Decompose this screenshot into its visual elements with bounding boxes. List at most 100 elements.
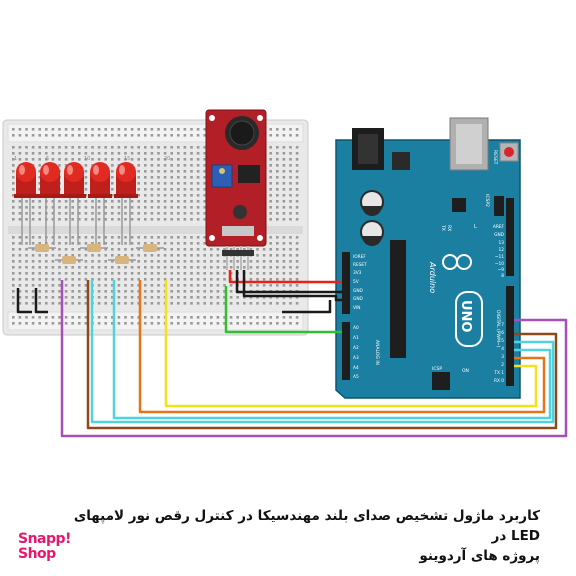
breadboard-hole: [183, 146, 187, 149]
breadboard-hole: [137, 260, 140, 263]
breadboard-hole: [276, 194, 279, 197]
breadboard-hole: [249, 272, 253, 275]
breadboard-hole: [269, 322, 272, 325]
breadboard-hole: [144, 212, 147, 215]
breadboard-hole: [111, 152, 114, 155]
reset-button-icon[interactable]: [499, 142, 519, 162]
breadboard-hole: [124, 242, 127, 245]
breadboard-hole: [51, 254, 55, 257]
breadboard-hole: [269, 128, 272, 131]
breadboard-hole: [97, 260, 101, 263]
breadboard-hole: [203, 164, 206, 167]
breadboard-hole: [84, 176, 88, 179]
breadboard-hole: [210, 260, 213, 263]
breadboard-hole: [269, 248, 272, 251]
snapp-shop-logo: Snapp! Shop: [18, 532, 71, 562]
breadboard-hole: [210, 254, 213, 257]
breadboard-hole: [45, 316, 48, 319]
breadboard-hole: [256, 278, 259, 281]
pin-label: TX 1: [493, 370, 504, 376]
breadboard-hole: [196, 290, 200, 293]
breadboard-hole: [117, 242, 121, 245]
breadboard-hole: [150, 212, 154, 215]
breadboard-hole: [203, 170, 206, 173]
breadboard-hole: [289, 242, 292, 245]
pin-label: GND: [494, 232, 505, 238]
breadboard-hole: [38, 290, 41, 293]
breadboard-hole: [78, 218, 81, 221]
breadboard-hole: [58, 316, 61, 319]
pin-label: 3V3: [353, 270, 362, 276]
breadboard-hole: [163, 170, 167, 173]
breadboard-hole: [144, 170, 147, 173]
breadboard-hole: [170, 212, 173, 215]
breadboard-hole: [137, 128, 140, 131]
breadboard-hole: [223, 248, 226, 251]
breadboard-hole: [12, 212, 15, 215]
breadboard-hole: [289, 248, 292, 251]
breadboard-hole: [150, 164, 154, 167]
pin-label: 5: [501, 338, 504, 344]
breadboard-hole: [111, 170, 114, 173]
breadboard-hole: [177, 146, 180, 149]
breadboard-hole: [262, 296, 266, 299]
breadboard-hole: [45, 152, 48, 155]
breadboard-hole: [150, 182, 154, 185]
led-icon: [114, 162, 138, 198]
breadboard-hole: [170, 134, 173, 137]
breadboard-hole: [84, 278, 88, 281]
breadboard-hole: [150, 188, 154, 191]
breadboard-hole: [150, 152, 154, 155]
breadboard-hole: [45, 296, 48, 299]
breadboard-hole: [130, 128, 134, 131]
breadboard-hole: [84, 170, 88, 173]
pin-label: RESET: [353, 262, 367, 268]
breadboard-hole: [229, 290, 233, 293]
breadboard-hole: [157, 182, 160, 185]
breadboard-hole: [18, 146, 22, 149]
breadboard-hole: [38, 278, 41, 281]
breadboard-hole: [111, 194, 114, 197]
pin-label: ~10: [495, 261, 504, 267]
breadboard-hole: [97, 290, 101, 293]
breadboard-hole: [243, 302, 246, 305]
breadboard-hole: [64, 236, 68, 239]
breadboard-hole: [223, 302, 226, 305]
breadboard-hole: [256, 260, 259, 263]
breadboard-hole: [51, 242, 55, 245]
breadboard-hole: [104, 248, 107, 251]
breadboard-hole: [196, 296, 200, 299]
breadboard-hole: [210, 302, 213, 305]
breadboard-hole: [18, 218, 22, 221]
breadboard-hole: [78, 254, 81, 257]
breadboard-hole: [183, 296, 187, 299]
breadboard-hole: [196, 206, 200, 209]
breadboard-hole: [190, 176, 193, 179]
breadboard-hole: [183, 170, 187, 173]
breadboard-hole: [71, 218, 74, 221]
breadboard-hole: [51, 302, 55, 305]
breadboard-hole: [84, 302, 88, 305]
breadboard-hole: [157, 284, 160, 287]
breadboard-hole: [170, 290, 173, 293]
breadboard-hole: [203, 278, 206, 281]
breadboard-hole: [256, 322, 259, 325]
breadboard-hole: [111, 260, 114, 263]
breadboard-hole: [124, 212, 127, 215]
breadboard-hole: [58, 146, 61, 149]
breadboard-hole: [31, 254, 35, 257]
breadboard-hole: [25, 266, 28, 269]
breadboard-hole: [282, 182, 286, 185]
breadboard-hole: [18, 302, 22, 305]
breadboard-hole: [84, 316, 88, 319]
breadboard-hole: [51, 260, 55, 263]
breadboard-hole: [236, 322, 239, 325]
breadboard-hole: [269, 188, 272, 191]
breadboard-hole: [31, 158, 35, 161]
caption-line-1: کاربرد ماژول تشخیص صدای بلند مهندسیکا در…: [73, 508, 540, 544]
breadboard-hole: [31, 316, 35, 319]
breadboard-hole: [269, 176, 272, 179]
breadboard-hole: [177, 158, 180, 161]
breadboard-hole: [196, 302, 200, 305]
breadboard-hole: [71, 266, 74, 269]
